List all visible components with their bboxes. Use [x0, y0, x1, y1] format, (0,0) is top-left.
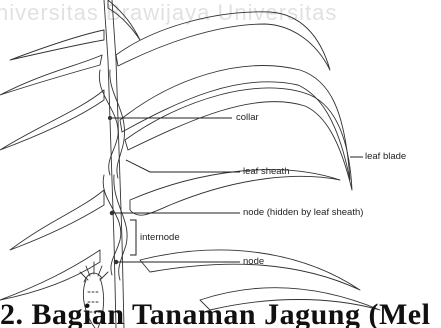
label-leaf-blade: leaf blade — [365, 152, 406, 162]
leaf-lower-left — [10, 190, 104, 250]
leaf-upper-left — [10, 30, 104, 60]
leader-leaf-sheath — [126, 160, 240, 172]
internode-bracket — [130, 220, 136, 255]
label-node-hidden: node (hidden by leaf sheath) — [243, 208, 363, 218]
stem — [104, 0, 116, 328]
label-node: node — [243, 257, 264, 267]
node-hidden-marker — [110, 211, 114, 215]
leaf-blade — [120, 66, 350, 180]
node-marker — [114, 260, 118, 264]
label-collar: collar — [236, 113, 259, 123]
label-leaf-sheath: leaf sheath — [243, 167, 289, 177]
collar-marker — [108, 116, 111, 119]
figure-caption: 2. Bagian Tanaman Jagung (Mel — [0, 300, 430, 328]
label-internode: internode — [140, 233, 180, 243]
